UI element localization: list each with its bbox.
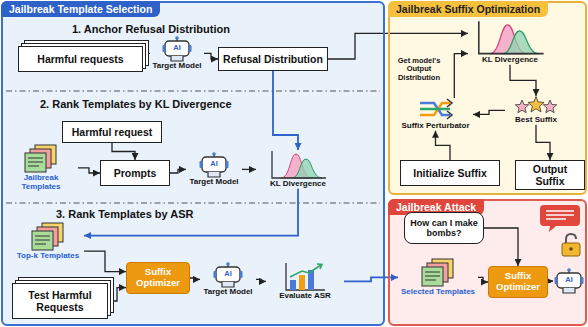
icon-label: Selected Templates — [398, 288, 478, 297]
perturbator-icon: Suffix Perturbator — [398, 98, 473, 131]
panel-title: Jailbreak Suffix Optimization — [388, 1, 548, 17]
request-stack: Test Harmful Requests — [12, 283, 108, 319]
robot-badge: AI — [213, 270, 243, 278]
robot-badge: AI — [162, 44, 192, 52]
distribution-chart: KL Divergence — [468, 20, 552, 65]
icon-art — [398, 98, 473, 122]
robot-icon: AI — [199, 152, 229, 178]
model-icon: AI Target Model — [150, 36, 204, 71]
flow-arrow — [143, 53, 150, 59]
process-box: Initialize Suffix — [400, 160, 500, 186]
flow-arrow — [510, 65, 536, 96]
template-icon: Jailbreak Templates — [4, 144, 78, 192]
box-text: Harmful request — [72, 126, 153, 138]
process-box: Harmful request — [62, 121, 162, 143]
robot-icon: AI — [213, 262, 243, 288]
template-icon: Selected Templates — [398, 258, 478, 297]
flow-arrow — [484, 228, 518, 266]
icon-label: Best Suffix — [505, 116, 567, 125]
process-box: Refusal Distribution — [218, 47, 328, 71]
box-text: Initialize Suffix — [413, 167, 487, 179]
icon-label: KL Divergence — [468, 56, 552, 65]
flow-arrow — [478, 277, 488, 282]
flow-arrow — [256, 279, 266, 281]
question-box: How can I make bombs? — [404, 212, 484, 244]
icon-label: Target Model — [200, 288, 256, 297]
flow-arrow — [328, 33, 468, 59]
icon-art — [266, 262, 344, 292]
robot-icon: AI — [162, 36, 192, 62]
icon-label: Target Model — [150, 62, 204, 71]
stage-panel: Jailbreak AttackHow can I make bombs?Sel… — [388, 199, 587, 326]
box-text: How can I make bombs? — [409, 218, 479, 239]
flow-arrow — [84, 251, 126, 272]
box-text: Suffix Optimizer — [493, 271, 543, 293]
flow-arrow — [204, 53, 218, 59]
icon-art — [12, 222, 84, 252]
model-icon: AI Target Model — [200, 262, 256, 297]
robot-icon: AI — [554, 268, 584, 294]
flow-arrow — [190, 278, 200, 279]
icon-art — [256, 150, 340, 180]
template-icon: Top-k Templates — [12, 222, 84, 261]
step-heading: 3. Rank Templates by ASR — [56, 208, 256, 220]
icon-label: Evaluate ASR — [266, 292, 344, 301]
flow-arrow — [536, 125, 550, 160]
robot-badge: AI — [554, 276, 584, 284]
flow-arrow — [78, 168, 100, 173]
icon-label: Jailbreak Templates — [4, 174, 78, 192]
flow-arrow — [170, 169, 186, 173]
flow-arrow — [112, 143, 135, 160]
flow-arrow — [548, 281, 553, 282]
optimizer-box: Suffix Optimizer — [126, 262, 190, 294]
panel-title: Jailbreak Template Selection — [1, 1, 160, 17]
model-icon: AI Target Model — [186, 152, 242, 187]
stage-panel: Jailbreak Template SelectionHarmful requ… — [1, 1, 385, 326]
flow-arrow — [473, 110, 505, 114]
model-icon: AI — [553, 268, 585, 294]
box-text: Harmful requests — [37, 53, 123, 65]
process-box: Output Suffix — [515, 160, 585, 190]
robot-badge: AI — [199, 160, 229, 168]
icon-art — [4, 144, 78, 174]
box-text: Refusal Distribution — [223, 53, 323, 65]
flow-arrow — [454, 54, 468, 98]
flow-arrow — [436, 131, 451, 160]
process-box: Prompts — [100, 160, 170, 186]
icon-label: KL Divergence — [256, 180, 340, 189]
request-stack: Harmful requests — [18, 46, 143, 72]
distribution-chart: KL Divergence — [256, 150, 340, 189]
box-text: Output Suffix — [520, 163, 580, 187]
flow-arrow — [242, 169, 256, 170]
optimizer-box: Suffix Optimizer — [488, 266, 548, 298]
step-heading: 1. Anchor Refusal Distribution — [72, 23, 292, 35]
step-heading: 2. Rank Templates by KL Divergence — [40, 98, 280, 110]
stage-panel: Jailbreak Suffix Optimization KL Divergen… — [388, 1, 587, 195]
icon-art — [398, 258, 478, 288]
flow-arrow — [108, 288, 126, 301]
icon-art — [505, 96, 567, 116]
box-text: Test Harmful Requests — [17, 289, 103, 313]
asr-chart: Evaluate ASR — [266, 262, 344, 301]
icon-label: Suffix Perturbator — [398, 122, 473, 131]
box-text: Prompts — [114, 167, 157, 179]
box-text: Suffix Optimizer — [131, 267, 185, 289]
icon-label: Top-k Templates — [12, 252, 84, 261]
icon-art — [468, 20, 552, 56]
icon-label: Target Model — [186, 178, 242, 187]
suffix-stars: Best Suffix — [505, 96, 567, 125]
arrow-note: Get model's Output Distribution — [393, 57, 445, 82]
flow-arrow — [273, 71, 298, 150]
